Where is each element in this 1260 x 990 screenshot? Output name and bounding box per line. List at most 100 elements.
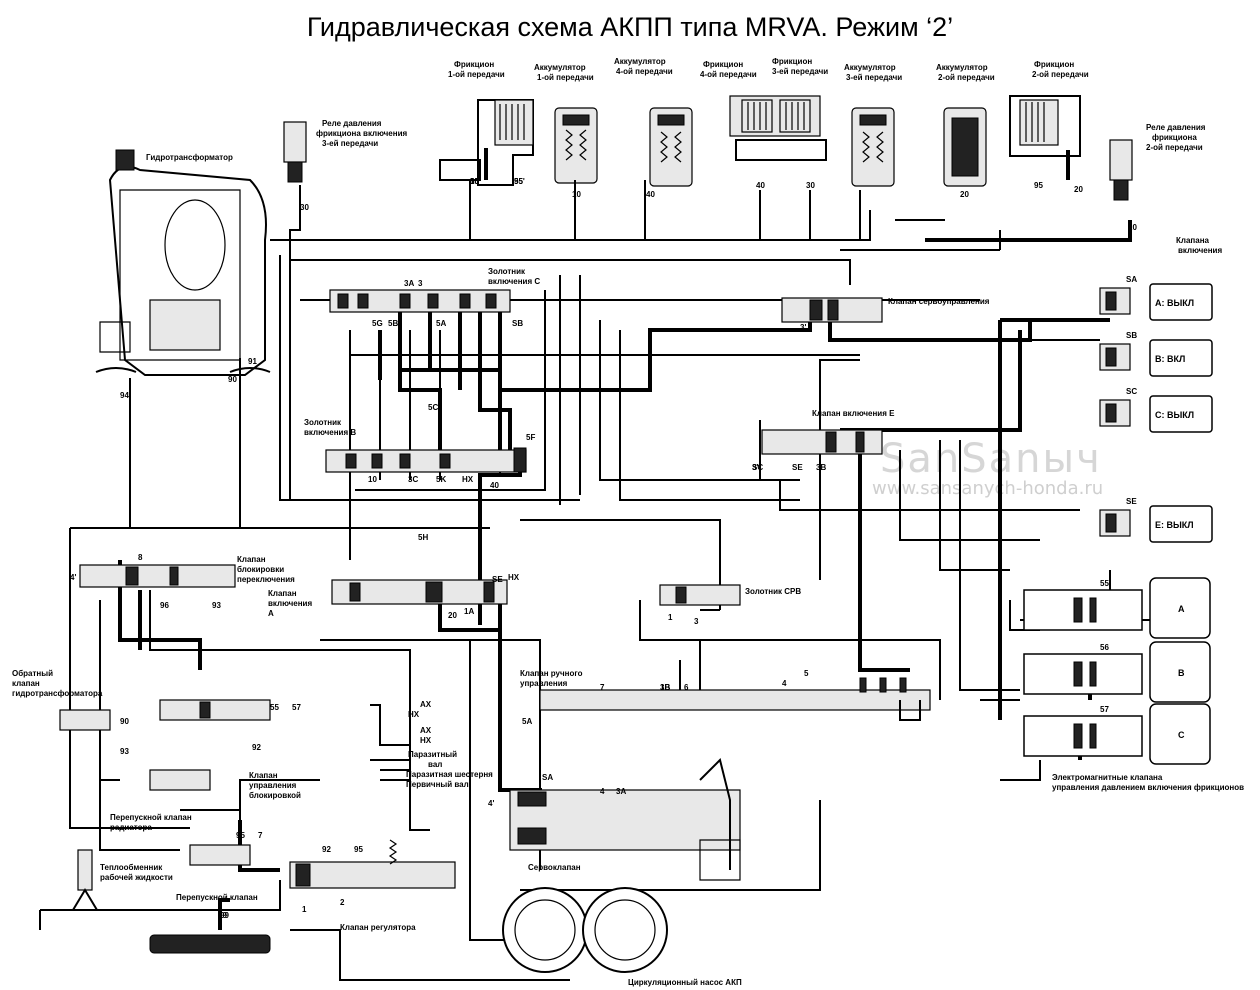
clutch1-label-2: 1-ой передачи [448, 70, 505, 79]
port-number: 3B [816, 463, 826, 472]
port-number: 7 [600, 683, 605, 692]
pressure-box-num: 57 [1100, 705, 1109, 714]
port-number: HX [508, 573, 520, 582]
port-number: SB [512, 319, 523, 328]
port-number: 5G [372, 319, 383, 328]
port-number: 99 [218, 911, 227, 920]
pressure-box-B: B 56 [1023, 641, 1211, 703]
shift-a-label-1: Клапан [268, 589, 297, 598]
clutch4-label-1: Фрикцион [703, 60, 743, 69]
port-number: 10 [572, 190, 581, 199]
port-number: HX [462, 475, 474, 484]
check-valve-label-3: гидротрансформатора [12, 689, 103, 698]
svg-text:99: 99 [220, 911, 229, 920]
shaft-label-3: Паразитная шестерня [406, 770, 493, 779]
port-number: 93 [120, 747, 129, 756]
shift-a-label-3: А [268, 609, 274, 618]
bypass-valve-label: Перепускной клапан [176, 893, 258, 902]
torque-converter: Гидротрансформатор [95, 149, 271, 376]
port-number: 55' [470, 177, 481, 186]
port-number: 6 [684, 683, 689, 692]
port-number: 90 [120, 717, 129, 726]
port-number: 95 [514, 177, 523, 186]
acc1-label-2: 1-ой передачи [537, 73, 594, 82]
port-number: 3 [694, 617, 699, 626]
check-valve-label-2: клапан [12, 679, 40, 688]
pump-label: Циркуляционный насос АКП [628, 978, 742, 987]
port-number: 30 [806, 181, 815, 190]
clutch4-clutch3-drawing [729, 95, 827, 161]
port-number: 4' [488, 799, 494, 808]
lockup-control-label-1: Клапан [249, 771, 278, 780]
lockup-shift-valve-body [79, 564, 236, 588]
port-number: 20 [960, 190, 969, 199]
pressure-box-num: 55 [1100, 579, 1109, 588]
port-number: 93 [212, 601, 221, 610]
radiator-bypass-label-2: радиатора [110, 823, 152, 832]
port-number: 5F [526, 433, 535, 442]
port-number: 55 [270, 703, 279, 712]
acc3-label-1: Аккумулятор [844, 63, 896, 72]
svg-text:HX: HX [420, 736, 432, 745]
port-number: 20 [1128, 223, 1137, 232]
port-number: SE [792, 463, 803, 472]
clutch2-label-1: Фрикцион [1034, 60, 1074, 69]
manual-valve-label-2: управления [520, 679, 568, 688]
filter-body [149, 934, 271, 954]
cpb-label: Золотник CPB [745, 587, 801, 596]
solenoid-code: SA [1126, 275, 1137, 284]
lockup-shift-label-1: Клапан [237, 555, 266, 564]
port-number: 5B [388, 319, 398, 328]
manual-valve-body [539, 689, 931, 711]
clutch3-label-1: Фрикцион [772, 57, 812, 66]
relay2-label-1: Реле давления [1146, 123, 1206, 132]
port-number: SC [752, 463, 763, 472]
lockup-control-valve-body [159, 699, 271, 721]
clutch4-label-2: 4-ой передачи [700, 70, 757, 79]
port-number: 20 [1074, 185, 1083, 194]
acc1-drawing [554, 107, 598, 184]
shift-a-valve-body [331, 579, 508, 605]
port-number: 96 [160, 601, 169, 610]
port-number: 4' [70, 573, 76, 582]
port-number: 3 [418, 279, 423, 288]
acc2-drawing [943, 107, 987, 187]
acc3-drawing [851, 107, 895, 187]
port-number: 94 [120, 391, 129, 400]
port-number: SE [492, 575, 503, 584]
watermark-name: SanSanыч [880, 436, 1102, 482]
port-number: 5C [428, 403, 438, 412]
pressure-box-C: C57 [1023, 703, 1211, 765]
shift-b-label-2: включения В [304, 428, 356, 437]
bypass-valve-body [189, 844, 251, 866]
solenoid-column: Клапана включения [1176, 236, 1222, 255]
shaft-label-4: Первичный вал [406, 780, 469, 789]
svg-text:HX: HX [408, 710, 420, 719]
lockup-shift-label-2: блокировки [237, 565, 284, 574]
port-number: 5A [436, 319, 446, 328]
acc1-label-1: Аккумулятор [534, 63, 586, 72]
shift-e-label: Клапан включения Е [812, 409, 895, 418]
pump: Циркуляционный насос АКП [502, 887, 742, 987]
port-number: 1A [464, 607, 474, 616]
shift-c-label-2: включения С [488, 277, 540, 286]
port-number: 90 [228, 375, 237, 384]
pressure-box-label: B [1178, 668, 1185, 678]
port-number: 3A [616, 787, 626, 796]
acc4-drawing [649, 107, 693, 187]
svg-text:AX: AX [420, 700, 432, 709]
port-number: 3' [800, 323, 806, 332]
lockup-shift-label-3: переключения [237, 575, 295, 584]
servo-valve-label: Сервоклапан [528, 863, 581, 872]
port-number: 5H [418, 533, 428, 542]
thin-lines [39, 180, 1200, 981]
clutch1-drawing [439, 99, 534, 186]
manual-valve-label-1: Клапан ручного [520, 669, 583, 678]
acc3-label-2: 3-ей передачи [846, 73, 902, 82]
pressure-box-num: 56 [1100, 643, 1109, 652]
solenoid-code: SC [1126, 387, 1137, 396]
port-number: 91 [248, 357, 257, 366]
